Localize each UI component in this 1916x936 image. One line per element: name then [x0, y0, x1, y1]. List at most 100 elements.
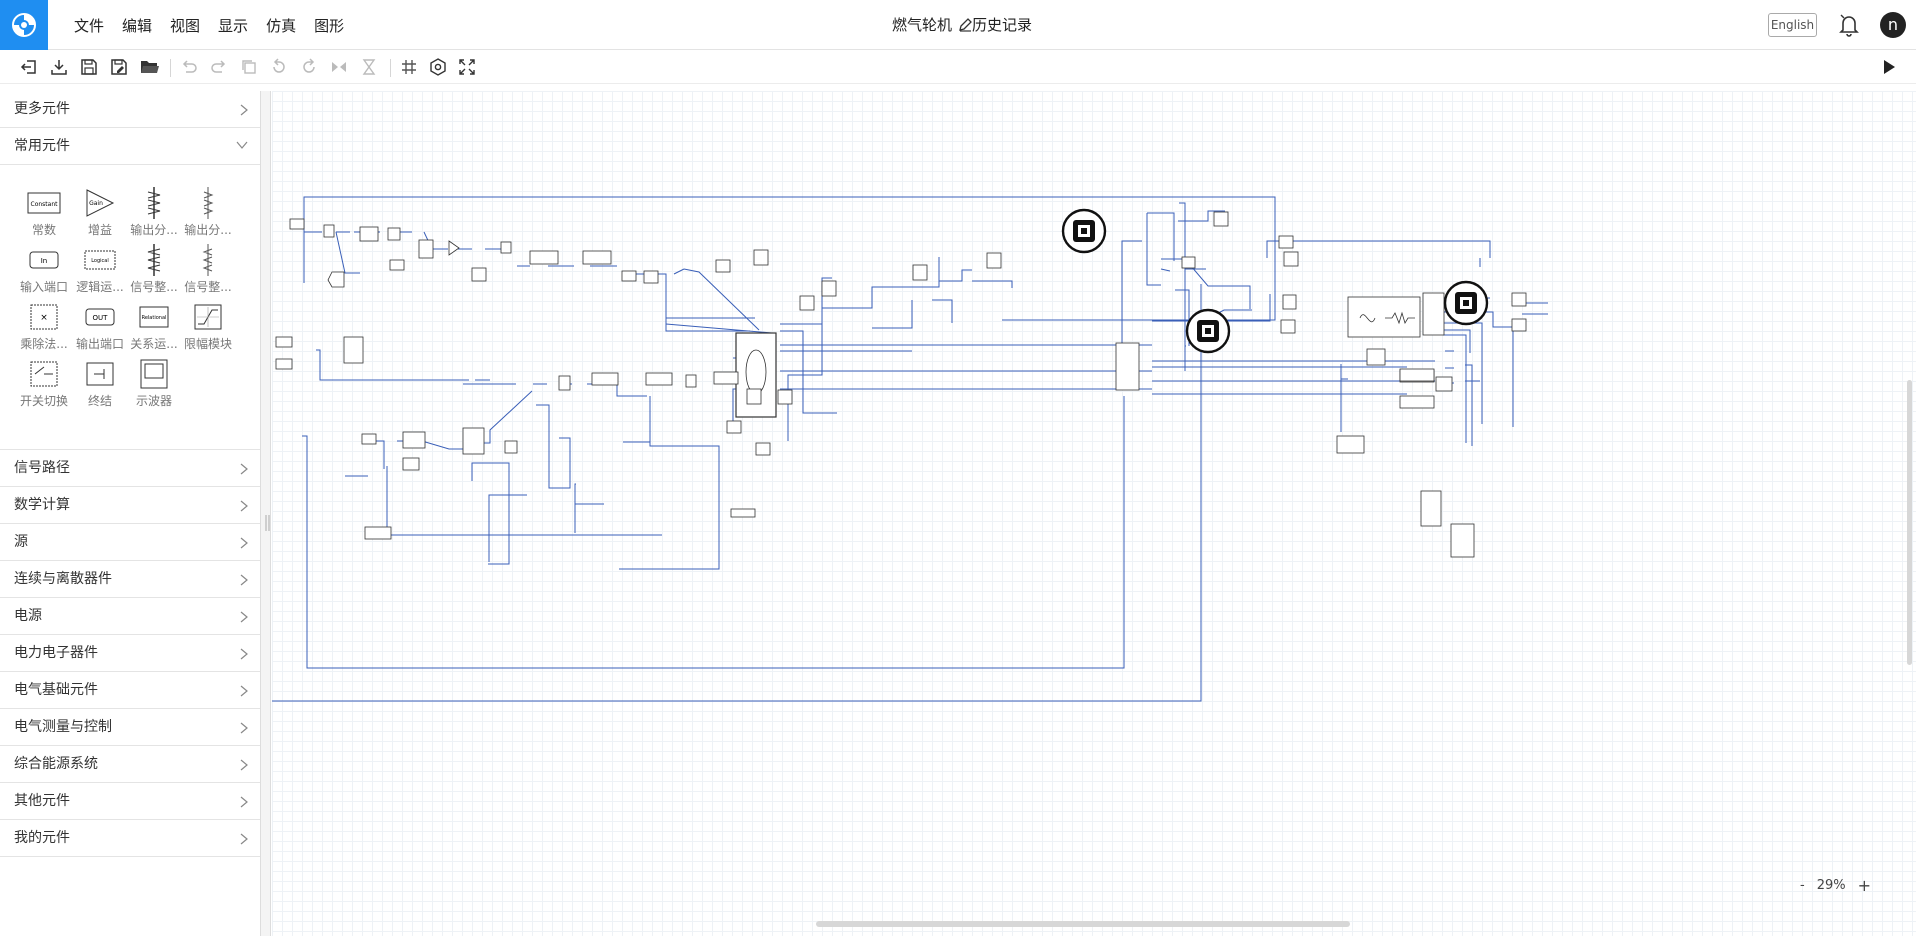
saturation-icon — [194, 304, 222, 330]
open-folder-icon[interactable] — [140, 57, 160, 77]
document-title-text: 燃气轮机 — [892, 16, 953, 34]
chevron-right-icon — [240, 722, 248, 734]
download-icon[interactable] — [49, 57, 69, 77]
zoom-controls: - 29% + — [1800, 876, 1871, 895]
user-avatar[interactable]: n — [1880, 12, 1906, 38]
component-constant[interactable]: Constant 常数 — [16, 185, 72, 238]
zoom-level: 29% — [1816, 878, 1846, 893]
menu-edit[interactable]: 编辑 — [122, 16, 153, 35]
category-measurement-control[interactable]: 电气测量与控制 — [0, 709, 260, 746]
category-math[interactable]: 数学计算 — [0, 487, 260, 524]
component-in-port[interactable]: In 输入端口 — [16, 242, 72, 295]
save-icon[interactable] — [79, 57, 99, 77]
menu-display[interactable]: 显示 — [218, 16, 249, 35]
logic-icon-text: Logical — [91, 258, 109, 264]
category-continuous-discrete[interactable]: 连续与离散器件 — [0, 561, 260, 598]
language-toggle-button[interactable]: English — [1768, 13, 1817, 37]
in-port-icon: In — [29, 251, 59, 269]
category-electrical-basic[interactable]: 电气基础元件 — [0, 672, 260, 709]
exit-icon[interactable] — [19, 57, 39, 77]
category-power-source[interactable]: 电源 — [0, 598, 260, 635]
category-common-components[interactable]: 常用元件 — [0, 128, 260, 165]
toolbar-divider — [170, 59, 171, 77]
signal-merge-icon — [147, 244, 161, 276]
chevron-right-icon — [240, 796, 248, 808]
category-label: 电力电子器件 — [14, 645, 98, 661]
category-label: 其他元件 — [14, 793, 70, 809]
output-split-2-icon — [203, 187, 214, 219]
component-label: 限幅模块 — [183, 337, 232, 351]
component-signal-merge-2[interactable]: 信号整... — [180, 242, 236, 295]
menu-view[interactable]: 视图 — [170, 16, 201, 35]
relational-icon: Relational — [139, 306, 169, 328]
scope-icon — [140, 359, 168, 389]
category-label: 信号路径 — [14, 460, 70, 476]
menu-graphics[interactable]: 图形 — [314, 16, 345, 35]
rotate-right-icon[interactable] — [299, 57, 319, 77]
fullscreen-icon[interactable] — [457, 57, 477, 77]
common-components-palette: Constant 常数 Gain 增益 输出分... 输出分... In 输入端… — [0, 165, 260, 450]
chip-block — [1061, 208, 1489, 354]
category-integrated-energy[interactable]: 综合能源系统 — [0, 746, 260, 783]
category-label: 更多元件 — [14, 101, 70, 117]
component-output-split-2[interactable]: 输出分... — [180, 185, 236, 238]
document-title[interactable]: 燃气轮机 — [892, 14, 972, 35]
toolbar-divider — [390, 59, 391, 77]
category-signal-path[interactable]: 信号路径 — [0, 450, 260, 487]
grid-icon[interactable] — [399, 57, 419, 77]
rotate-left-icon[interactable] — [269, 57, 289, 77]
component-output-split[interactable]: 输出分... — [126, 185, 182, 238]
flip-icon[interactable] — [329, 57, 349, 77]
component-label: 常数 — [31, 223, 56, 237]
vertical-scrollbar[interactable] — [1907, 380, 1912, 665]
component-scope[interactable]: 示波器 — [126, 356, 182, 409]
app-logo-icon[interactable] — [0, 0, 48, 50]
main-menu: 文件 编辑 视图 显示 仿真 图形 — [74, 0, 362, 50]
hourglass-icon[interactable] — [359, 57, 379, 77]
category-source[interactable]: 源 — [0, 524, 260, 561]
component-relational[interactable]: Relational 关系运... — [126, 299, 182, 352]
menu-file[interactable]: 文件 — [74, 16, 105, 35]
component-terminator[interactable]: 终结 — [72, 356, 128, 409]
redo-icon[interactable] — [209, 57, 229, 77]
category-power-electronics[interactable]: 电力电子器件 — [0, 635, 260, 672]
component-out-port[interactable]: OUT 输出端口 — [72, 299, 128, 352]
zoom-in-button[interactable]: + — [1857, 876, 1872, 895]
settings-icon[interactable] — [428, 57, 448, 77]
history-button[interactable]: 历史记录 — [972, 16, 1033, 34]
copy-icon[interactable] — [239, 57, 259, 77]
component-multiply[interactable]: × 乘除法... — [16, 299, 72, 352]
component-signal-merge[interactable]: 信号整... — [126, 242, 182, 295]
block-diagram — [272, 196, 1548, 702]
component-logic[interactable]: Logical 逻辑运... — [72, 242, 128, 295]
component-label: 输出端口 — [75, 337, 124, 351]
component-switch[interactable]: 开关切换 — [16, 356, 72, 409]
constant-icon: Constant — [27, 192, 61, 214]
edit-pencil-icon[interactable] — [958, 17, 972, 32]
notification-bell-icon[interactable] — [1838, 13, 1860, 41]
menu-simulate[interactable]: 仿真 — [266, 16, 297, 35]
svg-text:×: × — [40, 313, 48, 323]
category-my-components[interactable]: 我的元件 — [0, 820, 260, 857]
chevron-right-icon — [240, 463, 248, 475]
save-as-icon[interactable] — [109, 57, 129, 77]
category-other[interactable]: 其他元件 — [0, 783, 260, 820]
chevron-right-icon — [240, 833, 248, 845]
out-port-icon-text: OUT — [93, 314, 109, 322]
run-simulation-button[interactable] — [1880, 58, 1898, 80]
horizontal-scrollbar[interactable] — [816, 921, 1350, 927]
undo-icon[interactable] — [179, 57, 199, 77]
zoom-out-button[interactable]: - — [1800, 878, 1805, 893]
sidebar-resize-handle[interactable] — [261, 91, 271, 936]
multiply-icon: × — [30, 304, 58, 330]
component-gain[interactable]: Gain 增益 — [72, 185, 128, 238]
play-icon — [1884, 60, 1895, 74]
category-more-components[interactable]: 更多元件 — [0, 91, 260, 128]
diagram-canvas[interactable] — [272, 91, 1916, 936]
component-label: 示波器 — [135, 394, 172, 408]
component-label: 逻辑运... — [76, 280, 124, 294]
menu-bar: 文件 编辑 视图 显示 仿真 图形 燃气轮机 历史记录 English n — [0, 0, 1916, 50]
component-saturation[interactable]: 限幅模块 — [180, 299, 236, 352]
toolbar — [0, 50, 1916, 84]
chevron-right-icon — [240, 537, 248, 549]
